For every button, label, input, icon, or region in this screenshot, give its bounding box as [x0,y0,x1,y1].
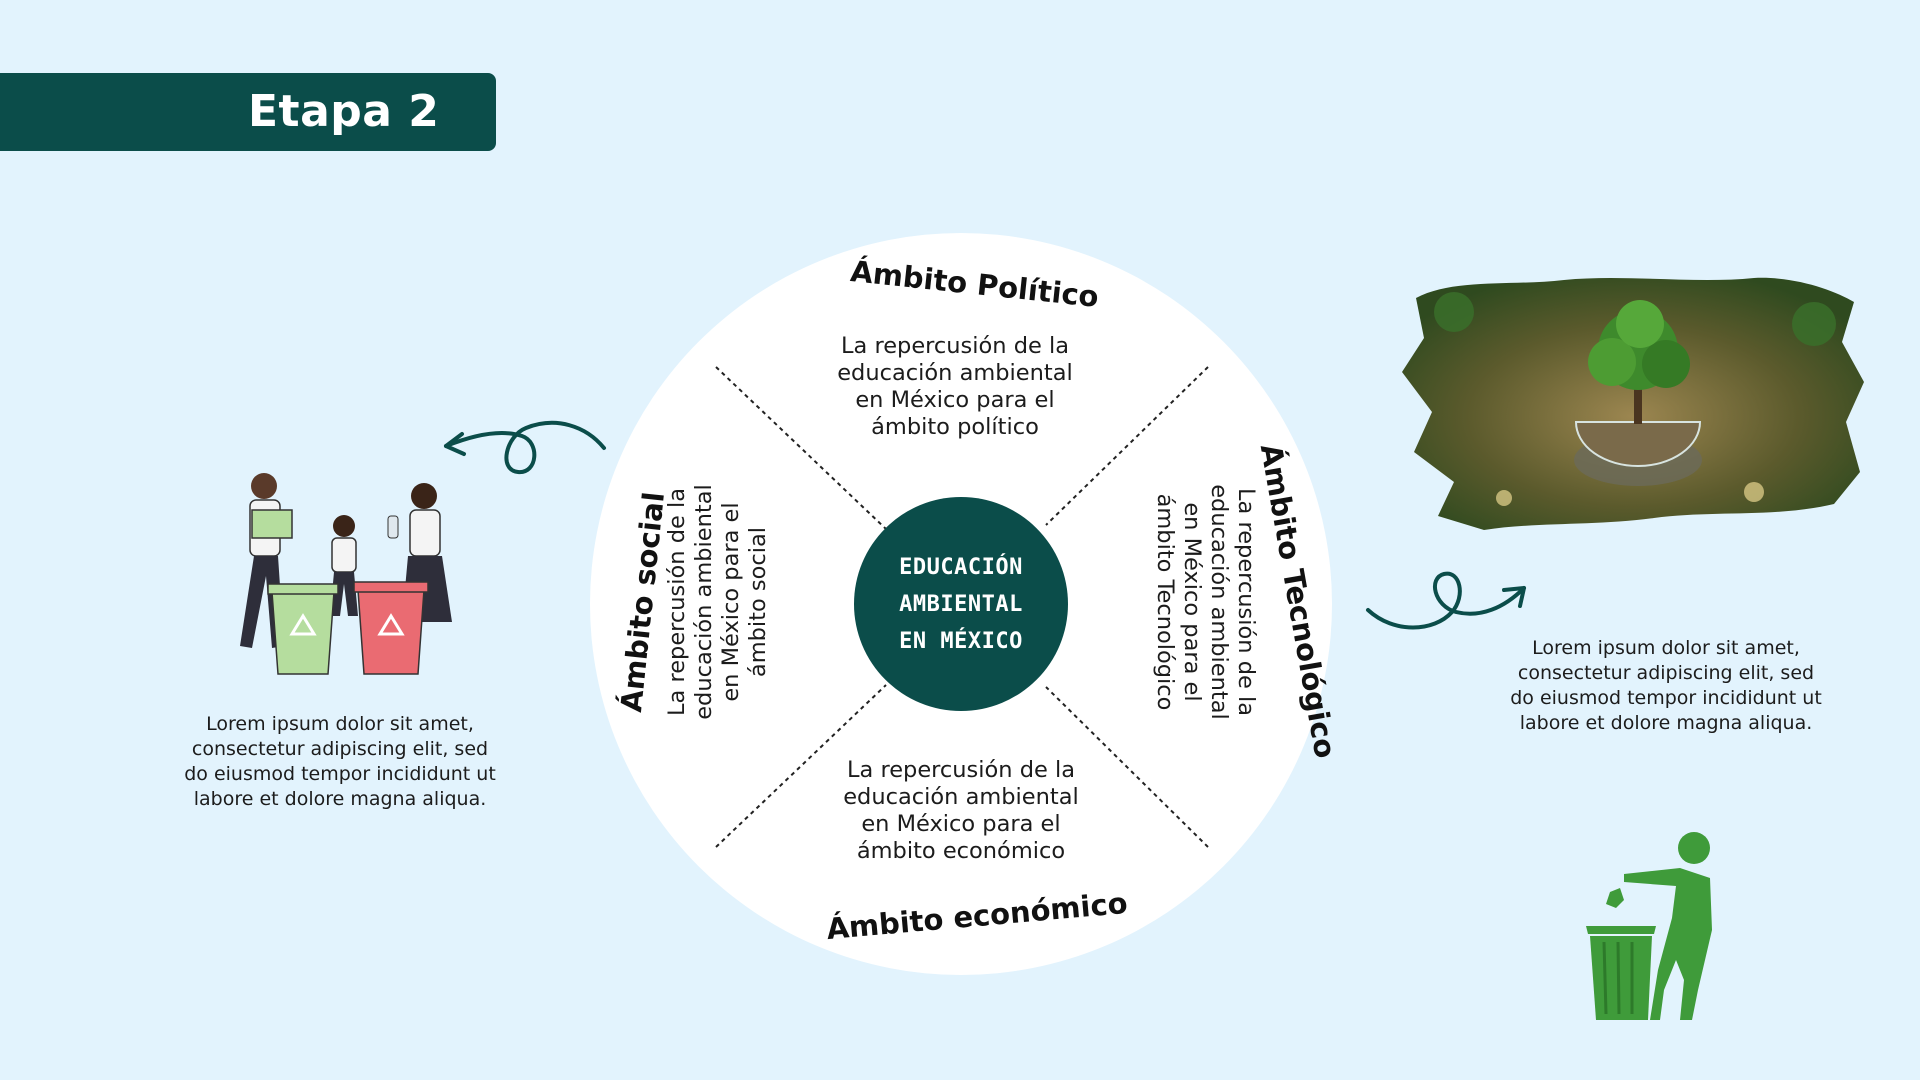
family-recycling-illustration [240,473,452,675]
sector-dividers [715,366,1209,848]
tree-in-globe-photo [1402,277,1864,530]
person-throwing-trash-icon [1586,832,1712,1020]
stage-banner: Etapa 2 [0,73,496,151]
curly-arrow-left-icon [444,420,606,474]
divider-line-bottom-right [1045,686,1209,848]
sector-desc-economico: La repercusión de la educación ambiental… [843,757,1079,864]
sector-desc-tecnologico: La repercusión de la educación ambiental… [1152,484,1259,720]
divider-line-top-right [1045,366,1209,526]
center-title: EDUCACIÓN AMBIENTAL EN MÉXICO [899,554,1023,654]
wheel-diagram: Ámbito Político La repercusión de la edu… [590,233,1343,975]
sector-desc-politico: La repercusión de la educación ambiental… [837,333,1073,440]
center-hub: EDUCACIÓN AMBIENTAL EN MÉXICO [854,497,1068,711]
sector-desc-social: La repercusión de la educación ambiental… [664,484,771,720]
curly-arrow-right-icon [1366,571,1526,630]
stage-title: Etapa 2 [248,86,440,137]
right-note: Lorem ipsum dolor sit amet, consectetur … [1510,637,1822,734]
left-note: Lorem ipsum dolor sit amet, consectetur … [184,713,496,810]
divider-line-top-left [715,366,887,530]
divider-line-bottom-left [715,684,887,848]
